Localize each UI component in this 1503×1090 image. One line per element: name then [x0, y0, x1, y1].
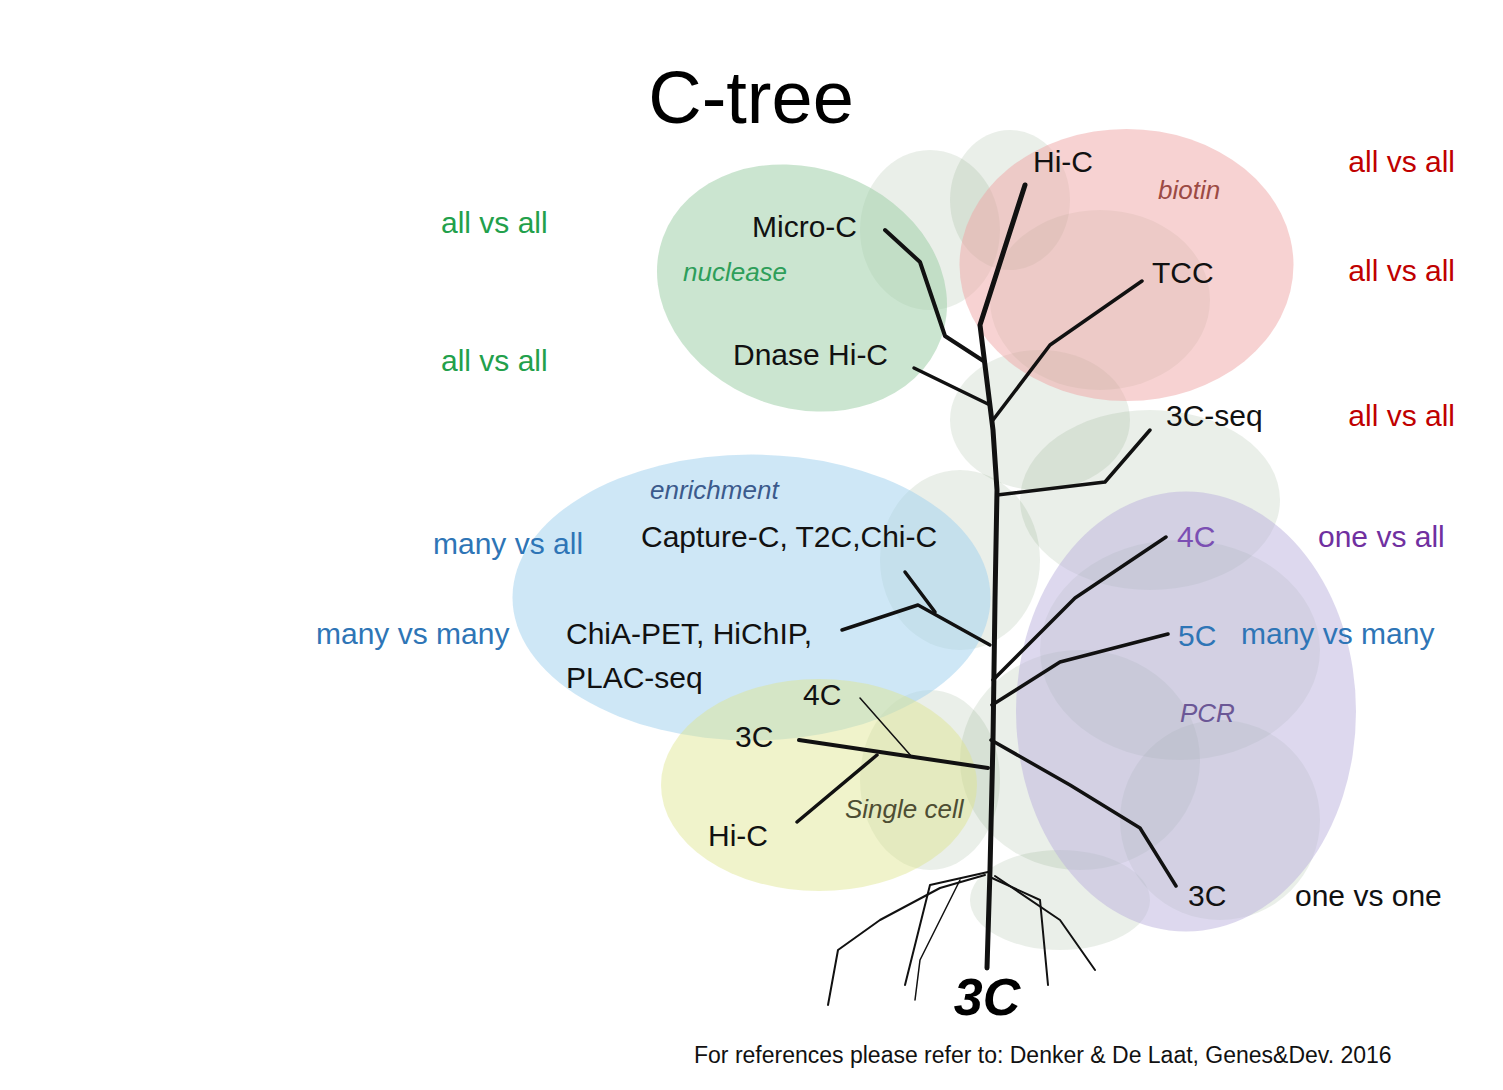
group-label: biotin [1158, 175, 1220, 206]
scope-label-holder: many vs all [433, 526, 583, 562]
method-label-holder: Hi-C [1033, 144, 1093, 180]
method-label-holder: Dnase Hi-C [733, 337, 888, 373]
scope-label: one vs one [1295, 878, 1442, 914]
scope-label: many vs all [433, 526, 583, 562]
scope-label-holder: one vs one [1295, 878, 1442, 914]
method-group-ellipse: PCR [1015, 490, 1357, 933]
method-label: Micro-C [752, 209, 857, 245]
group-label-holder: enrichment [650, 475, 779, 506]
scope-label: all vs all [441, 205, 548, 241]
scope-label: all vs all [441, 343, 548, 379]
scope-label: many vs many [316, 616, 509, 652]
method-label: 4C [803, 677, 841, 713]
method-label: 3C [735, 719, 773, 755]
method-label: TCC [1152, 255, 1214, 291]
method-label-holder: 3C [735, 719, 773, 755]
method-label: Hi-C [1033, 144, 1093, 180]
method-label-holder: 5C [1178, 618, 1216, 654]
method-label: 5C [1178, 618, 1216, 654]
ellipse-outline [652, 160, 952, 416]
root-label: 3C [954, 966, 1020, 1028]
scope-label: one vs all [1318, 519, 1445, 555]
method-group-ellipse: nuclease [652, 160, 952, 416]
scope-label-holder: many vs many [1241, 616, 1434, 652]
group-label: Single cell [845, 794, 964, 825]
root-label-holder: 3C [954, 966, 1020, 1028]
scope-label-holder: all vs all [1348, 253, 1455, 289]
group-label: PCR [1180, 698, 1235, 729]
scope-label: all vs all [1348, 144, 1455, 180]
method-label: Hi-C [708, 818, 768, 854]
scope-label-holder: all vs all [1348, 398, 1455, 434]
method-label-holder: Micro-C [752, 209, 857, 245]
scope-label-holder: all vs all [1348, 144, 1455, 180]
method-label-holder: 3C [1188, 878, 1226, 914]
method-label: Capture-C, T2C,Chi-C [641, 519, 937, 555]
diagram-title-holder: C-tree [648, 53, 854, 142]
method-label: 3C-seq [1166, 398, 1263, 434]
reference-caption-holder: For references please refer to: Denker &… [694, 1041, 1392, 1069]
method-label-holder: 3C-seq [1166, 398, 1263, 434]
group-label: enrichment [650, 475, 779, 506]
scope-label-holder: many vs many [316, 616, 509, 652]
method-label-holder: 4C [1177, 519, 1215, 555]
method-label-holder: TCC [1152, 255, 1214, 291]
group-label: nuclease [683, 257, 787, 288]
method-label: Dnase Hi-C [733, 337, 888, 373]
group-label-holder: biotin [1158, 175, 1220, 206]
scope-label-holder: all vs all [441, 343, 548, 379]
method-label: 3C [1188, 878, 1226, 914]
group-label-holder: nuclease [683, 257, 787, 288]
group-label-holder: Single cell [845, 794, 964, 825]
diagram-title: C-tree [648, 53, 854, 142]
scope-label-holder: all vs all [441, 205, 548, 241]
scope-label: all vs all [1348, 398, 1455, 434]
method-label-holder: Capture-C, T2C,Chi-C [641, 519, 937, 555]
method-label-holder: Hi-C [708, 818, 768, 854]
scope-label-holder: one vs all [1318, 519, 1445, 555]
group-label-holder: PCR [1180, 698, 1235, 729]
scope-label: all vs all [1348, 253, 1455, 289]
reference-caption: For references please refer to: Denker &… [694, 1041, 1392, 1069]
method-group-ellipse: biotin [958, 128, 1295, 402]
method-label-holder: 4C [803, 677, 841, 713]
scope-label: many vs many [1241, 616, 1434, 652]
method-label: 4C [1177, 519, 1215, 555]
ellipse-outline [958, 128, 1295, 402]
